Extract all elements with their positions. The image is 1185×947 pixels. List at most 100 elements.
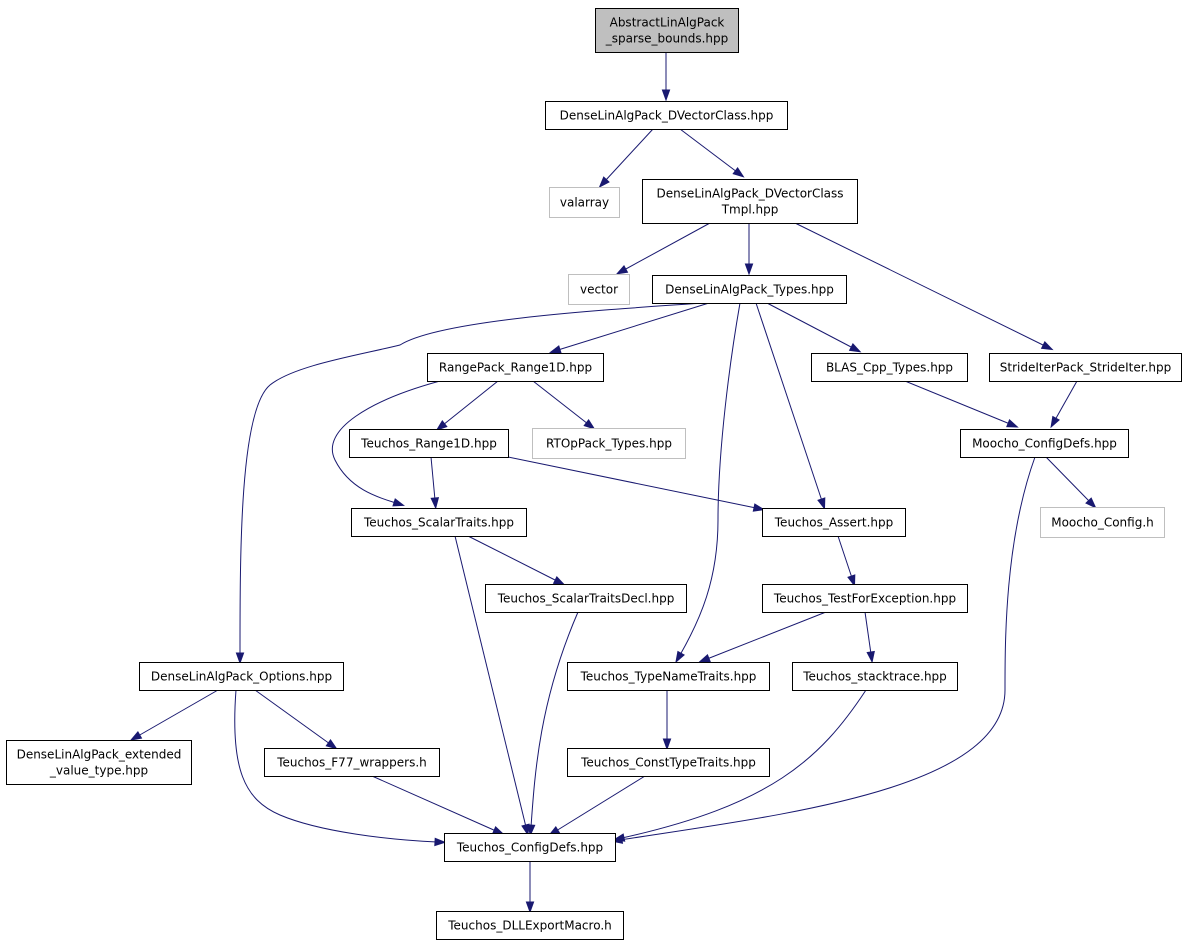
- edge-line: [332, 380, 441, 504]
- node-dvectorclass[interactable]: DenseLinAlgPack_DVectorClass.hpp: [545, 101, 788, 130]
- node-moochoconfig: Moocho_Config.h: [1040, 507, 1165, 538]
- node-box: [567, 748, 770, 777]
- arrowhead-icon: [698, 654, 711, 663]
- node-vector: vector: [568, 274, 630, 305]
- edge-line: [904, 380, 1011, 425]
- node-box: [567, 662, 770, 691]
- edge-stacktrace-to-tconfigdefs: [612, 689, 867, 842]
- node-box: [960, 429, 1129, 458]
- arrowhead-icon: [430, 497, 440, 510]
- edge-blas-to-moochoconfigdefs: [904, 380, 1019, 428]
- edge-line: [530, 611, 579, 828]
- arrowhead-icon: [598, 176, 610, 188]
- edge-line: [619, 456, 1036, 841]
- arrowhead-icon: [817, 497, 826, 511]
- node-label: DenseLinAlgPack_DVectorClass.hpp: [560, 109, 774, 123]
- node-valarray: valarray: [549, 187, 620, 218]
- edge-line: [454, 535, 527, 828]
- arrowhead-icon: [325, 739, 338, 750]
- node-box: [349, 429, 509, 458]
- node-box: [264, 748, 440, 777]
- node-extended[interactable]: DenseLinAlgPack_extended_value_type.hpp: [6, 740, 192, 785]
- edge-line: [837, 535, 853, 579]
- edge-trange1d-to-assert: [507, 456, 766, 512]
- node-box: [485, 584, 687, 613]
- arrowhead-icon: [847, 574, 856, 588]
- node-typenametraits[interactable]: Teuchos_TypeNameTraits.hpp: [567, 662, 770, 691]
- node-label: DenseLinAlgPack_extended: [17, 748, 182, 762]
- node-f77[interactable]: Teuchos_F77_wrappers.h: [264, 748, 440, 777]
- node-label: Teuchos_DLLExportMacro.h: [447, 919, 612, 933]
- node-box: [568, 274, 630, 305]
- node-trange1d[interactable]: Teuchos_Range1D.hpp: [349, 429, 509, 458]
- arrowhead-icon: [752, 503, 766, 512]
- edge-options-to-f77: [254, 689, 338, 750]
- node-scalartraits[interactable]: Teuchos_ScalarTraits.hpp: [351, 508, 527, 537]
- node-consttypetraits[interactable]: Teuchos_ConstTypeTraits.hpp: [567, 748, 770, 777]
- node-box: [762, 584, 968, 613]
- node-testforexception[interactable]: Teuchos_TestForException.hpp: [762, 584, 968, 613]
- edge-line: [604, 128, 654, 182]
- node-label: DenseLinAlgPack_Options.hpp: [151, 670, 332, 684]
- node-label: Teuchos_ConstTypeTraits.hpp: [580, 756, 756, 770]
- node-box: [545, 101, 788, 130]
- node-box: [549, 187, 620, 218]
- node-box: [139, 662, 344, 691]
- node-moochoconfigdefs[interactable]: Moocho_ConfigDefs.hpp: [960, 429, 1129, 458]
- edge-dvectorclasstmpl-to-strideiter: [794, 222, 1054, 351]
- node-rangepack[interactable]: RangePack_Range1D.hpp: [427, 353, 604, 382]
- arrowhead-icon: [1050, 415, 1060, 429]
- arrowhead-icon: [1085, 497, 1097, 509]
- edge-rangepack-to-scalartraits: [332, 380, 441, 507]
- node-dllexport[interactable]: Teuchos_DLLExportMacro.h: [436, 911, 624, 940]
- node-box: [532, 428, 686, 459]
- node-box: [652, 275, 847, 304]
- node-label: RangePack_Range1D.hpp: [439, 361, 592, 375]
- edge-dvectorclasstmpl-to-vector: [615, 222, 711, 275]
- edge-line: [1054, 380, 1078, 421]
- arrowhead-icon: [732, 167, 745, 178]
- nodes-layer: AbstractLinAlgPack_sparse_bounds.hppDens…: [6, 8, 1182, 940]
- node-strideiter[interactable]: StrideIterPack_StrideIter.hpp: [989, 353, 1182, 382]
- edge-options-to-tconfigdefs: [234, 689, 447, 847]
- node-scalartraitsdecl[interactable]: Teuchos_ScalarTraitsDecl.hpp: [485, 584, 687, 613]
- node-label: Teuchos_ScalarTraitsDecl.hpp: [497, 592, 675, 606]
- node-label: Teuchos_ConfigDefs.hpp: [456, 841, 603, 855]
- node-box: [351, 508, 527, 537]
- edge-line: [507, 456, 757, 509]
- node-options[interactable]: DenseLinAlgPack_Options.hpp: [139, 662, 344, 691]
- edge-assert-to-testforexception: [837, 535, 856, 588]
- node-types[interactable]: DenseLinAlgPack_Types.hpp: [652, 275, 847, 304]
- node-label: BLAS_Cpp_Types.hpp: [826, 361, 953, 375]
- edge-scalartraits-to-tconfigdefs: [454, 535, 530, 837]
- node-assert[interactable]: Teuchos_Assert.hpp: [762, 508, 906, 537]
- arrowhead-icon: [1006, 419, 1019, 428]
- node-box: [595, 8, 739, 53]
- node-box: [436, 911, 624, 940]
- node-stacktrace[interactable]: Teuchos_stacktrace.hpp: [792, 662, 958, 691]
- edge-typenametraits-to-consttypetraits: [662, 690, 672, 751]
- node-tconfigdefs[interactable]: Teuchos_ConfigDefs.hpp: [444, 833, 616, 862]
- node-blas[interactable]: BLAS_Cpp_Types.hpp: [811, 353, 968, 382]
- arrowhead-icon: [552, 576, 566, 586]
- edge-types-to-rangepack: [548, 302, 710, 354]
- edge-line: [442, 380, 499, 426]
- edge-types-to-assert: [755, 302, 826, 511]
- arrowhead-icon: [1040, 341, 1054, 351]
- edge-line: [239, 302, 705, 656]
- edge-line: [706, 611, 827, 660]
- node-label: Tmpl.hpp: [721, 203, 779, 217]
- node-box: [427, 353, 604, 382]
- edge-line: [254, 689, 331, 745]
- node-label: Teuchos_F77_wrappers.h: [276, 756, 427, 770]
- edge-types-to-typenametraits: [675, 302, 741, 664]
- edge-line: [467, 535, 558, 582]
- edge-line: [621, 689, 867, 839]
- arrowhead-icon: [848, 343, 862, 353]
- edge-line: [679, 128, 738, 173]
- edges-layer: [129, 52, 1097, 914]
- edge-line: [137, 689, 219, 737]
- node-root[interactable]: AbstractLinAlgPack_sparse_bounds.hpp: [595, 8, 739, 53]
- arrowhead-icon: [866, 650, 875, 664]
